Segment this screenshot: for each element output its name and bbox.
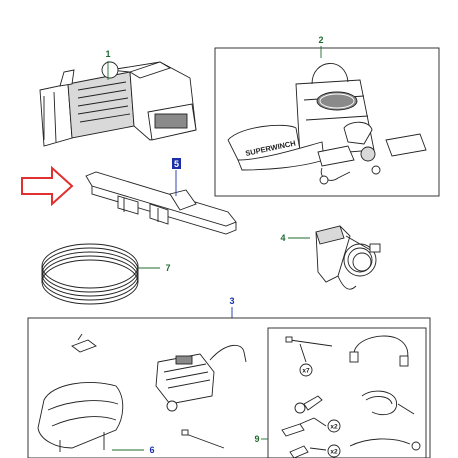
svg-text:3: 3 [229,296,234,306]
winch-assembly [39,61,197,147]
ground-cable [349,438,421,451]
svg-text:5: 5 [174,159,179,169]
small-clip [71,333,97,353]
terminal-pair: x2 [289,444,341,458]
tow-strap: SUPERWINCH [227,124,325,171]
svg-text:6: 6 [149,445,154,455]
cable-ties-bundle: x7 [285,336,333,377]
remote-control [315,225,381,290]
jumper-lead [349,335,409,367]
svg-text:4: 4 [280,233,285,243]
control-box [155,344,247,412]
spade-connectors: x2 [281,417,341,437]
callout-1: 1 [105,49,111,80]
ring-terminal [294,395,323,414]
callout-6: 6 [112,445,155,455]
direction-arrow-icon [21,165,74,207]
install-kit-frame [27,317,431,458]
svg-text:7: 7 [165,263,170,273]
callout-4: 4 [280,233,310,243]
svg-text:x2: x2 [330,424,338,431]
svg-text:9: 9 [254,434,259,444]
callout-2: 2 [318,35,324,58]
land-rover-badge-logo [316,91,358,111]
callout-5: 5 [172,158,181,196]
snatch-block-and-shackles [317,121,427,185]
mounting-bracket [85,171,237,235]
callout-7: 7 [138,263,171,273]
wiring-harness [361,390,415,416]
winch-cable-coil [41,243,139,305]
fastener-kit-frame [267,327,427,458]
svg-text:x7: x7 [302,368,310,375]
callout-9: 9 [254,434,268,444]
winch-cover [37,382,124,452]
callout-3: 3 [229,296,235,318]
svg-text:1: 1 [105,49,110,59]
svg-text:2: 2 [318,35,323,45]
svg-text:x2: x2 [330,449,338,456]
accessory-kit-frame [214,47,440,197]
cable-tie [181,429,225,449]
